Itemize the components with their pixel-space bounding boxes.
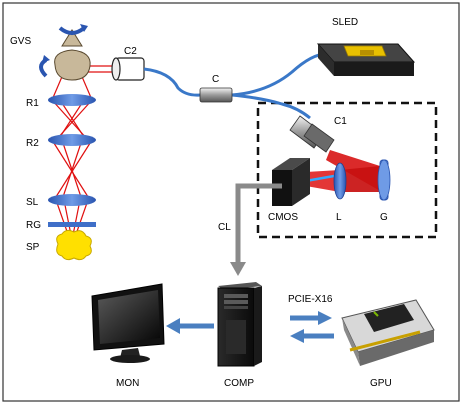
label-comp: COMP: [224, 378, 254, 389]
camera-link-arrow: [230, 183, 282, 276]
label-cmos: CMOS: [268, 212, 298, 223]
galvo-mirror-top: [61, 29, 83, 47]
specimen: [56, 229, 92, 261]
galvo-rotate-arrowhead-top: [80, 24, 88, 32]
label-c: C: [212, 74, 219, 85]
fiber-coupler: [199, 87, 233, 103]
label-l: L: [336, 212, 342, 223]
lens-r1: [48, 94, 96, 106]
label-rg: RG: [26, 220, 41, 231]
grating-g: [377, 159, 391, 201]
sample-arm: [39, 24, 118, 261]
label-g: G: [380, 212, 388, 223]
collimator-c2: [111, 57, 145, 81]
label-cl: CL: [218, 222, 231, 233]
lens-r2: [48, 134, 96, 146]
fiber-coupler-c1: [231, 93, 311, 120]
label-sp: SP: [26, 242, 40, 253]
label-r2: R2: [26, 138, 39, 149]
monitor: [91, 283, 165, 363]
label-pcie: PCIE-X16: [288, 294, 333, 305]
label-sl: SL: [26, 197, 39, 208]
fiber-c2-coupler: [143, 67, 201, 97]
gpu-card: [341, 299, 435, 366]
monitor-arrow: [166, 318, 214, 334]
fibers: [143, 52, 327, 120]
lens-l: [333, 162, 347, 200]
label-gvs: GVS: [10, 36, 31, 47]
label-sled: SLED: [332, 17, 358, 28]
label-gpu: GPU: [370, 378, 392, 389]
lens-sl: [48, 194, 96, 206]
galvo-rotate-arrow-top: [58, 26, 86, 35]
fiber-coupler-sled: [231, 52, 327, 97]
galvo-mirror: [54, 49, 91, 81]
label-c1: C1: [334, 116, 347, 127]
label-r1: R1: [26, 98, 39, 109]
sled-source: [316, 43, 416, 76]
computer-tower: [217, 282, 262, 367]
label-mon: MON: [116, 378, 139, 389]
galvo-rotate-arrowhead-left: [42, 55, 50, 63]
pcie-arrows: [290, 311, 334, 343]
sample-arm-beams: [51, 65, 118, 241]
spectrometer-beams: [299, 150, 382, 192]
reference-grating: [48, 222, 96, 227]
collimator-c1: [289, 115, 335, 153]
label-c2: C2: [124, 46, 137, 57]
